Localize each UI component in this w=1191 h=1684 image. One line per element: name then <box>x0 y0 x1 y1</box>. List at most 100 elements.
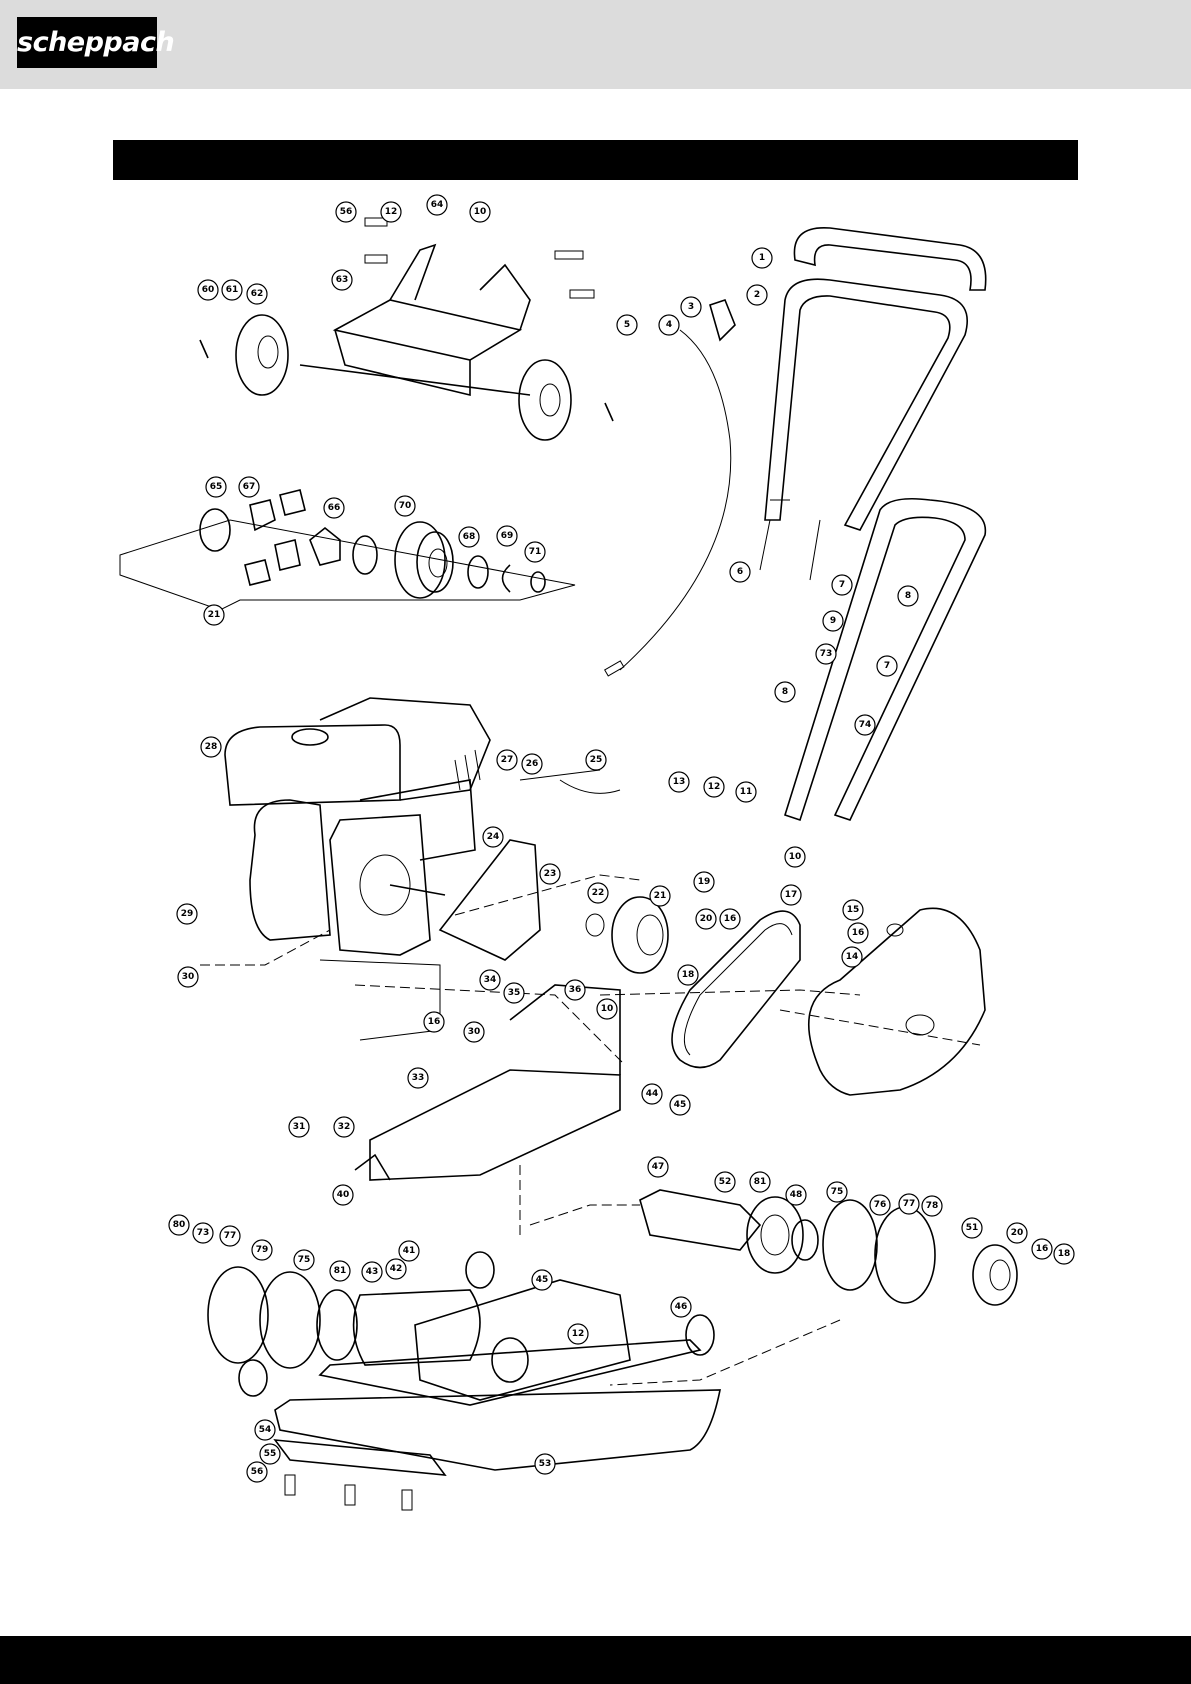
callout: 74 <box>855 715 875 735</box>
svg-text:55: 55 <box>264 1449 277 1459</box>
callout: 45 <box>532 1270 552 1290</box>
svg-text:56: 56 <box>340 207 353 217</box>
callout: 75 <box>294 1250 314 1270</box>
callout: 34 <box>480 970 500 990</box>
callout: 16 <box>720 909 740 929</box>
svg-text:69: 69 <box>501 531 514 541</box>
callout: 47 <box>648 1157 668 1177</box>
svg-text:22: 22 <box>592 888 605 898</box>
wheel-kit <box>200 218 613 440</box>
svg-text:16: 16 <box>1036 1244 1049 1254</box>
callout: 17 <box>781 885 801 905</box>
callout: 28 <box>201 737 221 757</box>
svg-text:40: 40 <box>337 1190 350 1200</box>
callout: 10 <box>470 202 490 222</box>
callout: 54 <box>255 1420 275 1440</box>
svg-text:5: 5 <box>624 320 630 330</box>
clutch-assembly <box>120 490 575 610</box>
base-plate <box>208 1252 720 1510</box>
callout: 26 <box>522 754 542 774</box>
callout: 75 <box>827 1182 847 1202</box>
assembly-lines <box>200 875 980 1385</box>
svg-text:16: 16 <box>428 1017 441 1027</box>
callout: 48 <box>786 1185 806 1205</box>
callout: 7 <box>832 575 852 595</box>
callout: 1 <box>752 248 772 268</box>
callout: 64 <box>427 195 447 215</box>
svg-text:46: 46 <box>675 1302 688 1312</box>
svg-text:14: 14 <box>846 952 859 962</box>
svg-text:75: 75 <box>298 1255 311 1265</box>
callout: 71 <box>525 542 545 562</box>
callout: 55 <box>260 1444 280 1464</box>
callout: 16 <box>424 1012 444 1032</box>
callout: 22 <box>588 883 608 903</box>
svg-text:45: 45 <box>536 1275 549 1285</box>
callout: 77 <box>220 1226 240 1246</box>
svg-text:67: 67 <box>243 482 256 492</box>
svg-text:44: 44 <box>646 1089 659 1099</box>
callout: 62 <box>247 284 267 304</box>
svg-text:54: 54 <box>259 1425 272 1435</box>
part-callouts: 56 12 64 10 63 60 61 62 1 2 3 4 5 6 7 8 … <box>169 195 1074 1482</box>
callout: 2 <box>747 285 767 305</box>
callout: 67 <box>239 477 259 497</box>
callout: 29 <box>177 904 197 924</box>
svg-text:26: 26 <box>526 759 539 769</box>
callout: 18 <box>678 965 698 985</box>
svg-text:20: 20 <box>700 914 713 924</box>
svg-text:16: 16 <box>852 928 865 938</box>
callout: 32 <box>334 1117 354 1137</box>
svg-text:73: 73 <box>197 1228 210 1238</box>
svg-text:48: 48 <box>790 1190 803 1200</box>
svg-text:7: 7 <box>884 661 890 671</box>
callout: 36 <box>565 980 585 1000</box>
svg-text:63: 63 <box>336 275 349 285</box>
svg-text:2: 2 <box>754 290 760 300</box>
svg-text:19: 19 <box>698 877 711 887</box>
svg-text:17: 17 <box>785 890 798 900</box>
svg-text:80: 80 <box>173 1220 186 1230</box>
callout: 66 <box>324 498 344 518</box>
svg-text:30: 30 <box>182 972 195 982</box>
svg-text:10: 10 <box>789 852 802 862</box>
svg-text:10: 10 <box>601 1004 614 1014</box>
svg-text:31: 31 <box>293 1122 306 1132</box>
svg-text:66: 66 <box>328 503 341 513</box>
svg-text:3: 3 <box>688 302 694 312</box>
callout: 61 <box>222 280 242 300</box>
svg-text:27: 27 <box>501 755 514 765</box>
callout: 20 <box>696 909 716 929</box>
svg-text:32: 32 <box>338 1122 351 1132</box>
callout: 27 <box>497 750 517 770</box>
svg-text:76: 76 <box>874 1200 887 1210</box>
svg-text:21: 21 <box>654 891 667 901</box>
svg-text:75: 75 <box>831 1187 844 1197</box>
svg-text:6: 6 <box>737 567 743 577</box>
svg-text:73: 73 <box>820 649 833 659</box>
callout: 56 <box>336 202 356 222</box>
svg-text:45: 45 <box>674 1100 687 1110</box>
svg-text:9: 9 <box>830 616 836 626</box>
callout: 46 <box>671 1297 691 1317</box>
callout: 13 <box>669 772 689 792</box>
svg-text:10: 10 <box>474 207 487 217</box>
svg-text:77: 77 <box>903 1199 916 1209</box>
callout: 20 <box>1007 1223 1027 1243</box>
callout: 35 <box>504 983 524 1003</box>
svg-text:8: 8 <box>905 591 911 601</box>
callout: 23 <box>540 864 560 884</box>
callout: 78 <box>922 1196 942 1216</box>
svg-text:16: 16 <box>724 914 737 924</box>
callout: 41 <box>399 1241 419 1261</box>
callout: 12 <box>704 777 724 797</box>
exciter-assembly <box>640 1190 1017 1305</box>
callout: 70 <box>395 496 415 516</box>
svg-text:18: 18 <box>1058 1249 1071 1259</box>
page-footer <box>0 1636 1191 1684</box>
svg-text:28: 28 <box>205 742 218 752</box>
callout: 16 <box>1032 1239 1052 1259</box>
svg-text:77: 77 <box>224 1231 237 1241</box>
callout: 24 <box>483 827 503 847</box>
